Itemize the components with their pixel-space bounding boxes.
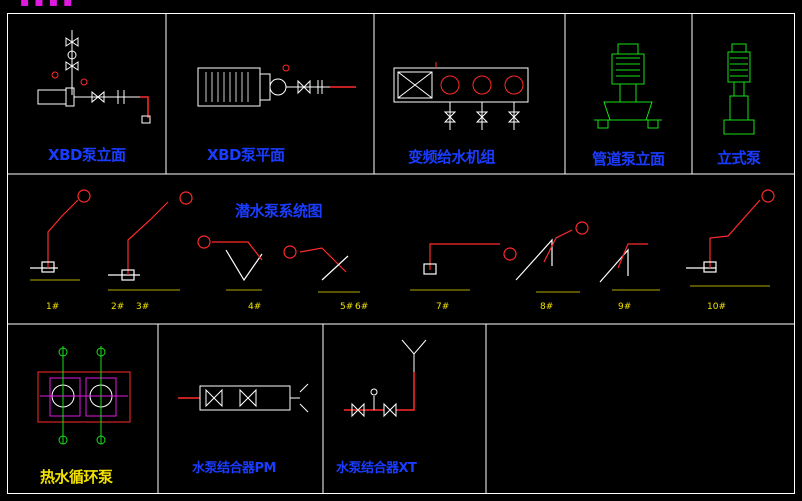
label-xbd-plan: XBD泵平面 — [207, 146, 285, 164]
xbd-pump-plan-drawing — [197, 64, 356, 107]
submersible-unit-4 — [283, 245, 360, 293]
label-hot-water-pump: 热水循环泵 — [40, 468, 113, 486]
label-vertical-pump: 立式泵 — [717, 149, 761, 167]
vertical-pump-drawing — [723, 43, 755, 135]
submersible-unit-1 — [30, 189, 91, 281]
unit-number: 10# — [707, 302, 726, 312]
sheet-title-fragment: ▪ ▪ ▪ ▪ — [20, 0, 73, 10]
unit-number: 3# — [136, 302, 150, 312]
label-vfd-supply: 变频给水机组 — [408, 148, 496, 166]
pipeline-pump-elevation-drawing — [594, 43, 662, 129]
adapter-xt-drawing — [344, 339, 427, 418]
label-adapter-pm: 水泵结合器PM — [192, 461, 276, 476]
adapter-pm-drawing — [178, 383, 309, 413]
submersible-unit-6 — [515, 221, 589, 293]
xbd-pump-elevation-drawing — [37, 30, 151, 124]
label-submersible-system: 潜水泵系统图 — [235, 202, 323, 220]
submersible-unit-8 — [686, 189, 775, 287]
unit-number: 6# — [355, 302, 369, 312]
unit-number: 5# — [340, 302, 354, 312]
submersible-unit-5 — [410, 243, 517, 291]
hot-water-pump-drawing — [37, 346, 131, 445]
unit-number: 8# — [540, 302, 554, 312]
unit-number: 1# — [46, 302, 60, 312]
unit-number: 2# — [111, 302, 125, 312]
sheet-frame — [7, 13, 795, 494]
unit-number: 4# — [248, 302, 262, 312]
label-pipeline-elevation: 管道泵立面 — [592, 150, 665, 168]
submersible-unit-2 — [108, 191, 193, 291]
vfd-supply-unit-drawing — [393, 62, 529, 130]
submersible-system-drawing — [30, 189, 775, 293]
label-xbd-elevation: XBD泵立面 — [48, 146, 126, 164]
submersible-unit-7 — [599, 243, 660, 291]
submersible-unit-3 — [197, 235, 263, 291]
unit-number: 7# — [436, 302, 450, 312]
unit-number: 9# — [618, 302, 632, 312]
label-adapter-xt: 水泵结合器XT — [336, 461, 417, 476]
